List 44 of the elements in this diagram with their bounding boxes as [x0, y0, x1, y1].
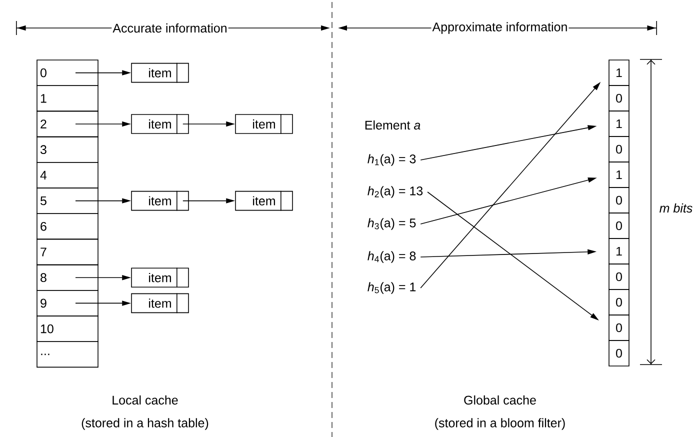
list-item-box: item: [131, 267, 189, 288]
dimension-label: m bits: [658, 202, 694, 214]
caption: Global cache: [464, 395, 536, 405]
list-item-box: item: [131, 62, 189, 84]
table-cell: 5: [36, 188, 98, 214]
hash-value: h$_{1}$(a) = 3: [368, 154, 416, 166]
bit-cell: 1: [608, 162, 630, 188]
list-item-box: item: [131, 292, 189, 314]
bit-cell: 0: [608, 187, 630, 214]
hash-value: h$_{3}$(a) = 5: [368, 218, 416, 230]
hash-value: h$_{5}$(a) = 1: [368, 282, 416, 294]
table-cell: 2: [36, 110, 98, 138]
bit-cell: 0: [608, 212, 630, 239]
caption: Local cache: [112, 395, 178, 405]
table-cell: ...: [36, 341, 98, 368]
list-item-box: item: [235, 190, 293, 212]
hash-value: h$_{2}$(a) = 13: [368, 186, 423, 198]
bit-cell: 0: [608, 340, 630, 366]
bit-cell: 0: [608, 85, 630, 112]
bit-cell: 0: [608, 264, 630, 290]
dimension-label: Accurate information: [112, 19, 228, 37]
table-cell: 0: [36, 60, 98, 86]
table-cell: 8: [36, 264, 98, 291]
table-cell: 1: [36, 85, 98, 112]
list-item-box: item: [131, 190, 189, 212]
bit-cell: 1: [608, 238, 630, 264]
list-item-box: item: [131, 114, 189, 134]
caption: (stored in a bloom filter): [435, 418, 565, 430]
table-cell: 4: [36, 162, 98, 188]
bit-cell: 0: [608, 136, 630, 162]
table-cell: 3: [36, 136, 98, 163]
bit-cell: 1: [608, 60, 630, 86]
table-cell: 7: [36, 238, 98, 266]
bit-cell: 0: [608, 289, 630, 316]
bit-cell: 0: [608, 314, 630, 341]
hash-value: h$_{4}$(a) = 8: [368, 251, 416, 263]
list-item-box: item: [235, 114, 293, 134]
table-cell: 6: [36, 213, 98, 240]
table-cell: 10: [36, 316, 98, 342]
element-label: Element a: [365, 120, 420, 130]
bit-cell: 1: [608, 110, 630, 137]
table-cell: 9: [36, 290, 98, 316]
dimension-label: Approximate information: [431, 18, 569, 38]
caption: (stored in a hash table): [82, 418, 208, 430]
